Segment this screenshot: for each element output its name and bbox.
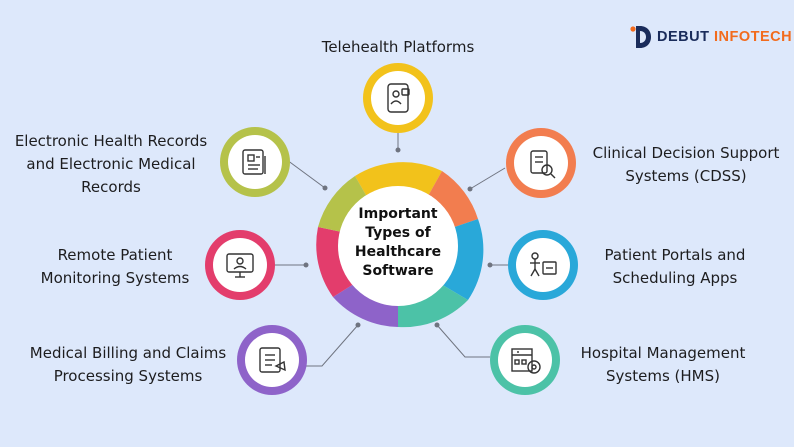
label-billing-line-1: Medical Billing and Claims <box>29 344 227 362</box>
center-line-1: Important <box>358 206 438 222</box>
label-telehealth-line-1: Telehealth Platforms <box>321 38 475 56</box>
hospital-icon <box>511 348 541 374</box>
center-line-3: Healthcare <box>354 244 442 260</box>
label-patient-portal: Patient Portals and Scheduling Apps <box>580 244 770 290</box>
label-hospital-line-1: Hospital Management <box>580 344 746 362</box>
connector-health-records <box>286 159 326 189</box>
node-remote <box>205 230 275 300</box>
dot-telehealth <box>395 147 401 153</box>
label-remote: Remote Patient Monitoring Systems <box>20 244 210 290</box>
brand-name: DEBUT INFOTECH <box>657 29 792 45</box>
dot-patient-portal <box>487 262 493 268</box>
dot-remote <box>303 262 309 268</box>
center-disc <box>338 186 458 306</box>
connector-clinical <box>469 167 506 190</box>
billing-icon <box>259 347 286 373</box>
label-hospital-line-2: Systems (HMS) <box>606 367 720 385</box>
central-ring <box>316 162 484 328</box>
remote-monitoring-icon <box>226 253 254 278</box>
label-telehealth: Telehealth Platforms <box>296 36 500 59</box>
center-line-2: Types of <box>365 225 431 241</box>
node-telehealth <box>363 63 433 133</box>
center-title: Important Types of Healthcare Software <box>338 205 458 281</box>
node-billing <box>237 325 307 395</box>
ring-segment-hospital <box>398 277 468 328</box>
center-line-4: Software <box>362 263 434 279</box>
dot-clinical <box>467 186 473 192</box>
label-hospital: Hospital Management Systems (HMS) <box>558 342 768 388</box>
label-billing: Medical Billing and Claims Processing Sy… <box>8 342 248 388</box>
node-health-records <box>220 127 290 197</box>
label-remote-line-2: Monitoring Systems <box>40 269 190 287</box>
node-clinical <box>506 128 576 198</box>
label-remote-line-1: Remote Patient <box>57 246 173 264</box>
connector-hospital <box>436 324 490 358</box>
label-patient-portal-line-1: Patient Portals and <box>604 246 746 264</box>
label-health-records-line-3: Records <box>81 178 141 196</box>
patient-portal-icon <box>530 252 557 277</box>
dot-billing <box>355 322 361 328</box>
connector-dots <box>303 147 493 328</box>
telehealth-icon <box>387 83 410 113</box>
brand-word-2: INFOTECH <box>713 29 793 45</box>
brand-logo-icon <box>630 26 651 48</box>
label-clinical-line-1: Clinical Decision Support <box>592 144 780 162</box>
label-health-records: Electronic Health Records and Electronic… <box>2 130 220 199</box>
brand-logo: DEBUT INFOTECH <box>630 24 792 50</box>
label-clinical-line-2: Systems (CDSS) <box>625 167 747 185</box>
node-patient-portal <box>508 230 578 300</box>
label-clinical: Clinical Decision Support Systems (CDSS) <box>566 142 794 188</box>
clinical-decision-icon <box>530 150 556 179</box>
label-patient-portal-line-2: Scheduling Apps <box>612 269 738 287</box>
node-hospital <box>490 325 560 395</box>
brand-word-1: DEBUT <box>657 29 710 45</box>
dot-hospital <box>434 322 440 328</box>
label-billing-line-2: Processing Systems <box>53 367 203 385</box>
label-health-records-line-2: and Electronic Medical <box>26 155 196 173</box>
ring-segment-billing <box>333 277 398 327</box>
dot-health-records <box>322 185 328 191</box>
label-health-records-line-1: Electronic Health Records <box>14 132 208 150</box>
health-records-icon <box>242 149 266 175</box>
